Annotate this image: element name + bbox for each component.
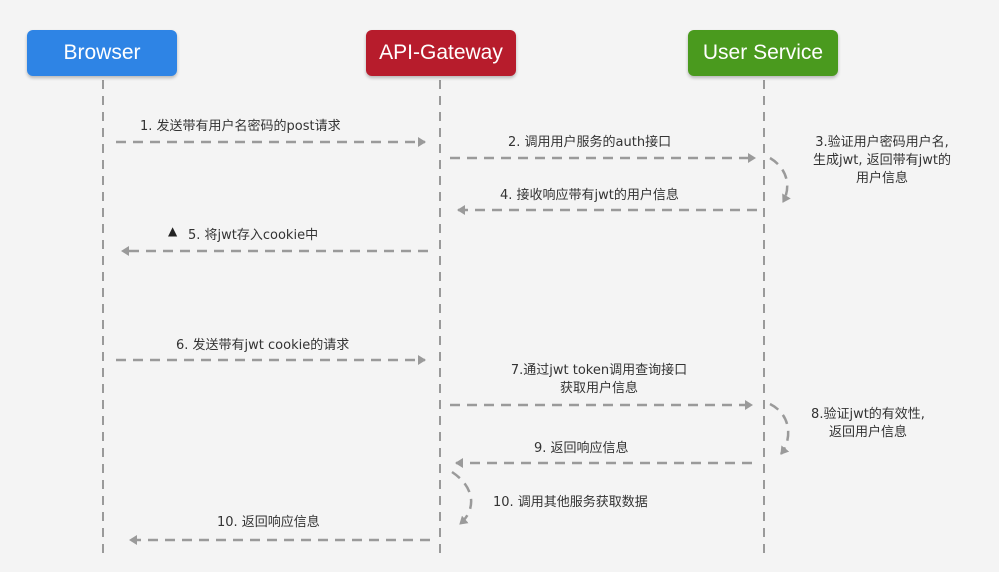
message-10-label: 10. 调用其他服务获取数据	[493, 495, 648, 510]
browser-actor: Browser	[27, 30, 177, 76]
message-2-label: 2. 调用用户服务的auth接口	[508, 135, 672, 150]
message-9-label: 9. 返回响应信息	[534, 441, 629, 456]
message-6-label: 6. 发送带有jwt cookie的请求	[176, 338, 350, 353]
arrow-10	[451, 470, 473, 525]
message-1-label: 1. 发送带有用户名密码的post请求	[140, 119, 341, 134]
message-4-label: 4. 接收响应带有jwt的用户信息	[500, 188, 679, 203]
message-8-line-1: 8.验证jwt的有效性,	[811, 407, 925, 422]
api-gateway-label: API-Gateway	[379, 41, 503, 64]
message-3-line-1: 3.验证用户密码用户名,	[815, 135, 949, 150]
message-3-label: 3.验证用户密码用户名, 生成jwt, 返回带有jwt的 用户信息	[813, 134, 951, 188]
browser-label: Browser	[63, 41, 141, 64]
arrow-8	[769, 402, 790, 455]
message-7-label: 7.通过jwt token调用查询接口 获取用户信息	[511, 362, 687, 398]
message-11-label: 10. 返回响应信息	[217, 515, 320, 530]
message-8-label: 8.验证jwt的有效性, 返回用户信息	[811, 406, 925, 442]
user-service-actor: User Service	[688, 30, 838, 76]
message-7-line-2: 获取用户信息	[559, 381, 639, 396]
message-8-line-2: 返回用户信息	[828, 425, 908, 440]
api-gateway-actor: API-Gateway	[366, 30, 516, 76]
message-3-line-3: 用户信息	[855, 171, 909, 186]
message-5-label: 5. 将jwt存入cookie中	[188, 228, 319, 243]
user-service-label: User Service	[702, 41, 824, 64]
mouse-cursor-icon: ▲	[168, 224, 178, 238]
message-7-line-1: 7.通过jwt token调用查询接口	[510, 363, 688, 378]
arrow-3	[769, 156, 791, 203]
message-3-line-2: 生成jwt, 返回带有jwt的	[813, 153, 951, 168]
